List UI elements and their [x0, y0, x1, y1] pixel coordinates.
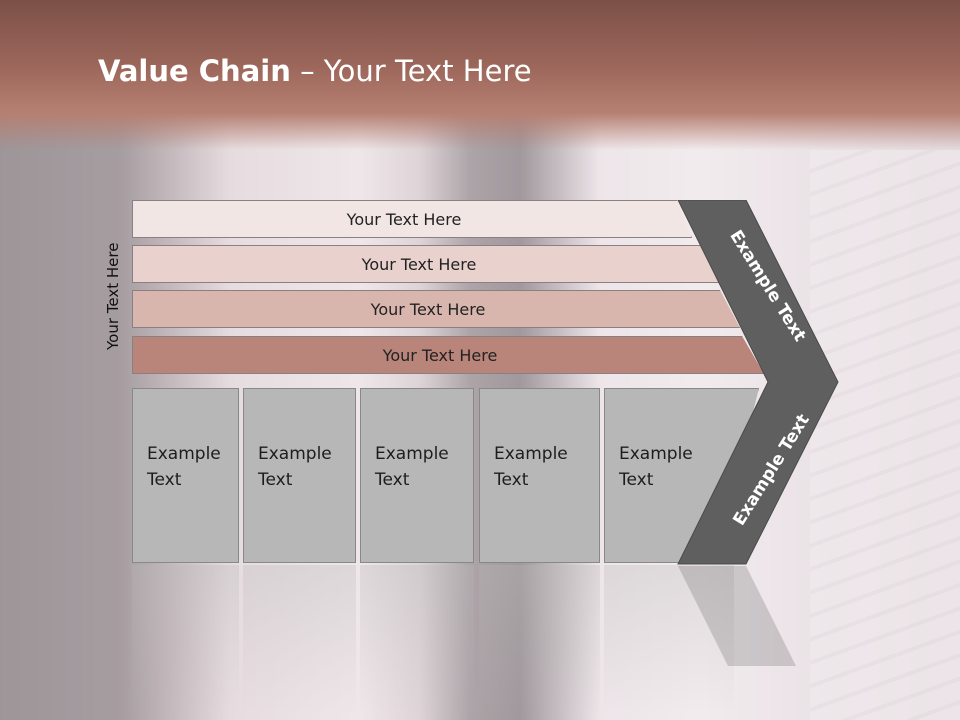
box-4[interactable]: Example Text	[479, 388, 600, 563]
chevron-reflection	[678, 566, 796, 666]
row-4[interactable]: Your Text Here	[132, 336, 764, 374]
box-3-line1: Example	[375, 444, 449, 464]
chevron-arrow[interactable]	[676, 200, 846, 720]
box-2[interactable]: Example Text	[243, 388, 356, 563]
box-2-reflection	[243, 565, 356, 715]
box-1-reflection	[132, 565, 239, 715]
box-3[interactable]: Example Text	[360, 388, 474, 563]
box-1-line2: Text	[147, 470, 182, 490]
box-4-line2: Text	[494, 470, 529, 490]
box-3-line2: Text	[375, 470, 410, 490]
box-3-reflection	[360, 565, 474, 715]
chevron-shape	[677, 200, 839, 565]
row-1-label: Your Text Here	[346, 209, 462, 229]
box-5-line1: Example	[619, 444, 693, 464]
row-3-label: Your Text Here	[370, 299, 486, 319]
row-1[interactable]: Your Text Here	[132, 200, 692, 238]
row-3[interactable]: Your Text Here	[132, 290, 740, 328]
slide-title[interactable]: Value Chain – Your Text Here	[98, 54, 532, 88]
header-band	[0, 0, 960, 150]
title-bold: Value Chain	[98, 54, 291, 88]
row-4-label: Your Text Here	[382, 345, 498, 365]
box-1-line1: Example	[147, 444, 221, 464]
row-2-label: Your Text Here	[361, 254, 477, 274]
box-1[interactable]: Example Text	[132, 388, 239, 563]
box-2-line1: Example	[258, 444, 332, 464]
box-5-line2: Text	[619, 470, 654, 490]
title-rest: – Your Text Here	[290, 54, 532, 88]
box-2-line2: Text	[258, 470, 293, 490]
row-2[interactable]: Your Text Here	[132, 245, 722, 283]
box-4-line1: Example	[494, 444, 568, 464]
side-label[interactable]: Your Text Here	[104, 242, 122, 350]
box-4-reflection	[479, 565, 600, 715]
